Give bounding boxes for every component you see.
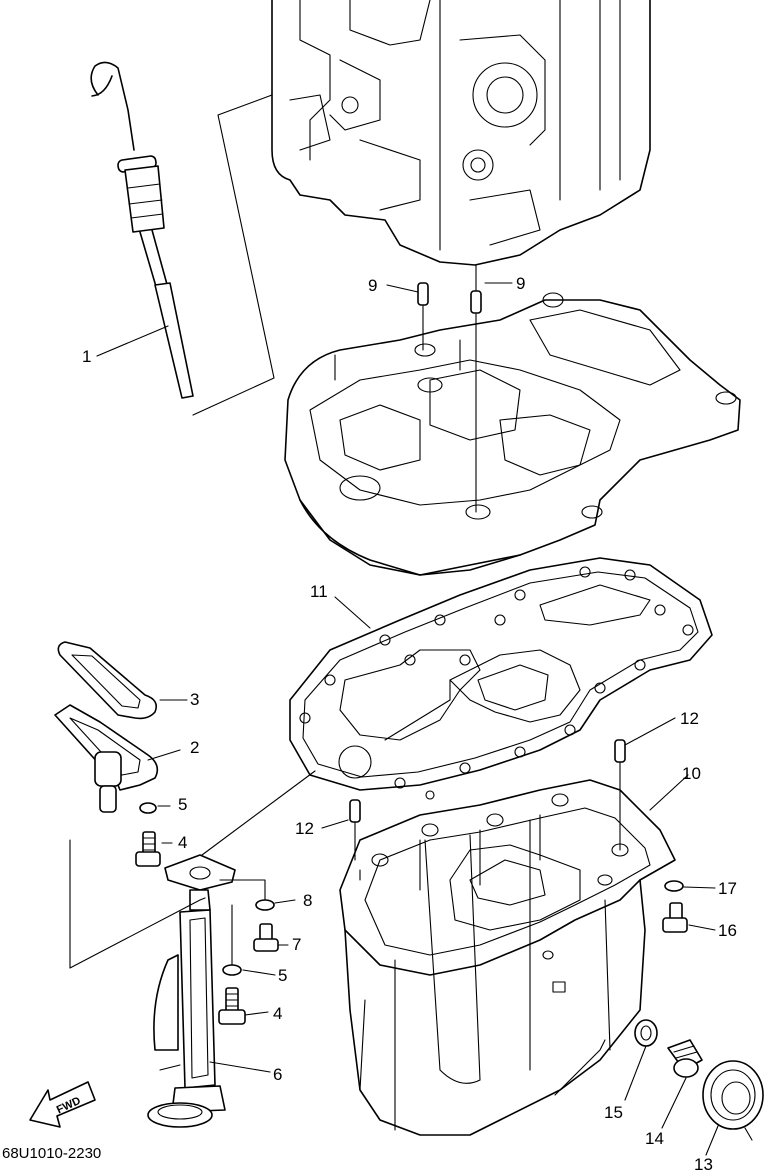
callouts: 1 3 2 5 4 8 7 5 4 6 9 9 11 12 12 10 17 1… bbox=[82, 274, 737, 1172]
oil-pan bbox=[339, 779, 676, 1136]
callout-4b: 4 bbox=[273, 1004, 282, 1023]
callout-12b: 12 bbox=[680, 709, 699, 728]
washer-17 bbox=[664, 880, 684, 892]
bolt-4b bbox=[218, 987, 246, 1025]
gasket-3 bbox=[57, 641, 158, 720]
oil-dipstick bbox=[90, 61, 194, 399]
dowel-pin-12 bbox=[349, 739, 626, 861]
bolt-7 bbox=[253, 923, 279, 952]
washer-5b bbox=[222, 964, 242, 976]
bolt-4a bbox=[135, 831, 161, 867]
callout-3: 3 bbox=[190, 690, 199, 709]
callout-6: 6 bbox=[273, 1065, 282, 1084]
leader-lines bbox=[96, 282, 719, 1156]
cover-2 bbox=[54, 704, 159, 813]
callout-4a: 4 bbox=[178, 833, 187, 852]
oil-pan-gasket bbox=[289, 557, 713, 800]
washer-8 bbox=[255, 899, 275, 911]
callout-17: 17 bbox=[718, 879, 737, 898]
callout-1: 1 bbox=[82, 347, 91, 366]
callout-8: 8 bbox=[303, 891, 312, 910]
callout-7: 7 bbox=[292, 935, 301, 954]
callout-11: 11 bbox=[310, 582, 328, 601]
bolt-16 bbox=[662, 902, 688, 933]
upper-casing bbox=[271, 0, 651, 266]
grommet-13 bbox=[702, 1060, 764, 1141]
callout-9a: 9 bbox=[368, 276, 377, 295]
washer-5a bbox=[139, 802, 157, 814]
callout-16: 16 bbox=[718, 921, 737, 940]
drain-plug-14 bbox=[667, 1039, 703, 1078]
callout-5b: 5 bbox=[278, 966, 287, 985]
callout-14: 14 bbox=[645, 1129, 664, 1148]
callout-15: 15 bbox=[604, 1103, 623, 1122]
diagram-code: 68U1010-2230 bbox=[2, 1145, 101, 1162]
dowel-pin bbox=[417, 264, 482, 513]
callout-2: 2 bbox=[190, 738, 199, 757]
oil-strainer bbox=[147, 854, 236, 1128]
callout-10: 10 bbox=[682, 764, 701, 783]
fwd-arrow-icon: FWD bbox=[29, 1081, 96, 1128]
exhaust-guide bbox=[284, 292, 741, 576]
callout-13: 13 bbox=[694, 1155, 713, 1172]
callout-12a: 12 bbox=[295, 819, 314, 838]
callout-9b: 9 bbox=[516, 274, 525, 293]
gasket-15 bbox=[634, 1019, 658, 1047]
callout-5a: 5 bbox=[178, 795, 187, 814]
